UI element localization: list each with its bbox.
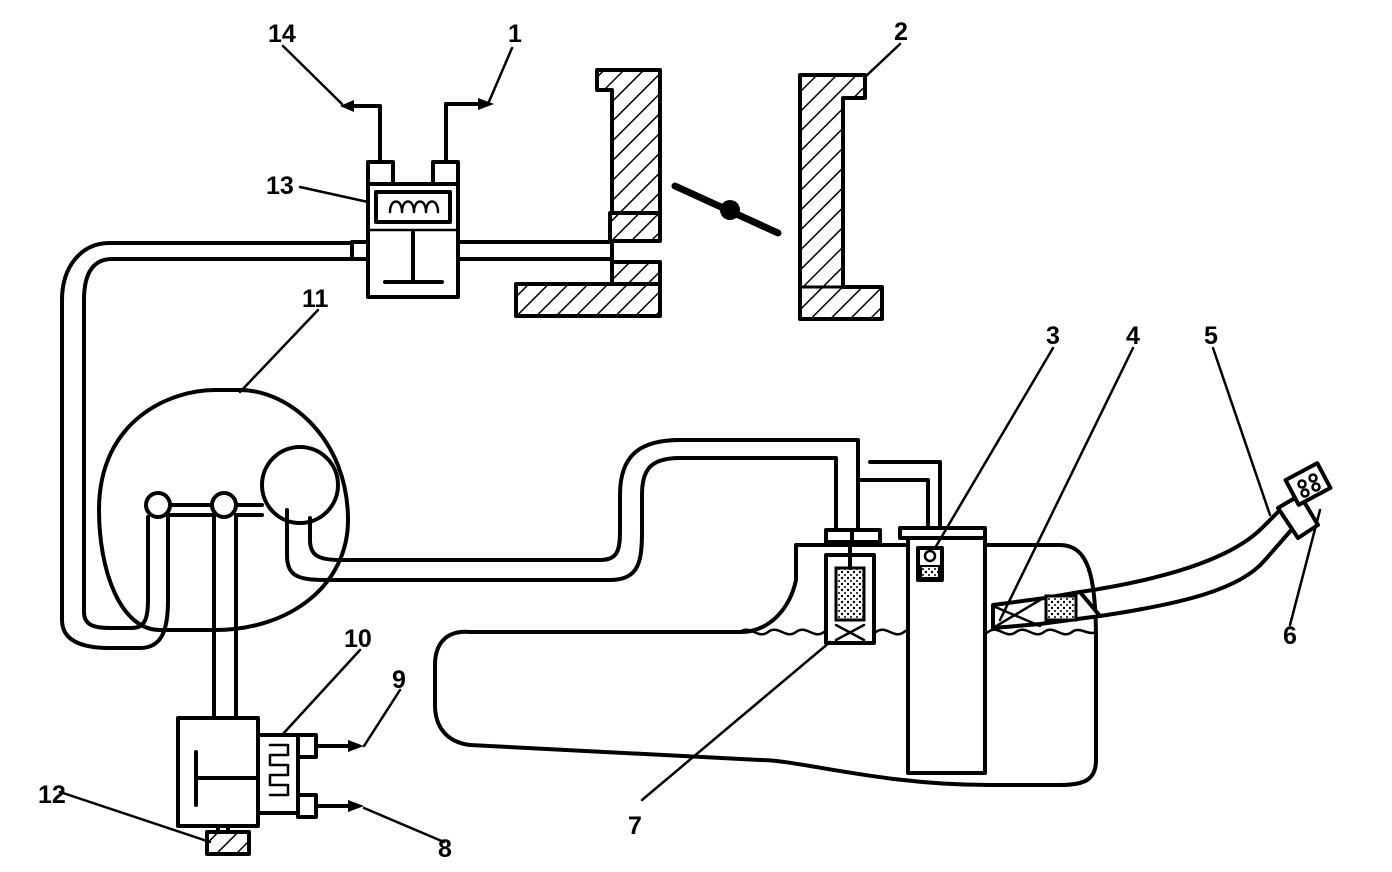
purge-solenoid-terminal-right	[431, 160, 460, 186]
vent-valve-coil	[268, 743, 290, 797]
fill-pipe-top	[1078, 508, 1282, 594]
purge-solenoid	[340, 98, 614, 299]
leader-6	[1288, 508, 1322, 627]
purge-hose-inner	[82, 257, 354, 630]
fuel-pump-sensor-port	[923, 549, 937, 563]
arrow-1-icon	[478, 98, 494, 110]
leader-9	[362, 688, 402, 748]
vapor-line-outer	[285, 456, 838, 582]
purge-hose	[60, 241, 354, 650]
throttle-body-upper-left-wall	[595, 68, 662, 215]
connector-pin-icon	[1311, 482, 1321, 492]
pressure-sensor-line-2	[868, 460, 942, 530]
throttle-body-port-upper	[608, 211, 662, 243]
vent-valve-body	[176, 716, 260, 828]
connector-6	[1283, 461, 1333, 507]
leader-lines	[58, 42, 1322, 844]
callout-14: 14	[268, 20, 296, 48]
connector-pin-icon	[1308, 473, 1318, 483]
leader-13	[298, 185, 370, 204]
leader-1	[486, 46, 514, 106]
callout-labels: 14 1 2 3 4 5 6 7 8 9 10 11 12 13	[38, 18, 1297, 863]
leader-14	[281, 44, 344, 106]
throttle-body-right-wall	[798, 73, 884, 321]
callout-1: 1	[508, 20, 522, 48]
arrow-9-icon	[348, 740, 364, 752]
fill-pipe	[991, 461, 1333, 630]
throttle-body	[514, 68, 884, 321]
connector-pin-icon	[1300, 488, 1310, 498]
leader-2	[862, 42, 902, 80]
purge-outlet-pipe	[456, 240, 614, 261]
fuel-pump-sensor-element	[920, 565, 940, 579]
purge-solenoid-terminal-left	[366, 160, 395, 186]
canister-tank-port	[210, 491, 238, 519]
arrow-14-icon	[340, 100, 354, 112]
fuel-pump-module	[898, 526, 987, 775]
vent-valve-terminal-bottom	[296, 793, 318, 819]
fill-pipe-check-valve	[991, 598, 1042, 630]
callout-9: 9	[392, 666, 406, 694]
fuel-level-line-left	[738, 628, 826, 636]
callout-8: 8	[438, 835, 452, 863]
leader-12	[58, 790, 212, 844]
callout-13: 13	[266, 172, 294, 200]
vent-valve	[176, 716, 364, 856]
canister-vent-port	[144, 491, 172, 519]
callout-12: 12	[38, 781, 66, 809]
leader-5	[1211, 346, 1272, 517]
leader-10	[280, 648, 362, 737]
fill-cap	[1276, 493, 1320, 540]
rollover-valve	[824, 528, 882, 645]
callout-11: 11	[302, 285, 329, 313]
rollover-valve-check	[834, 623, 866, 642]
vent-filter	[205, 830, 251, 856]
vapor-line-inner	[308, 438, 860, 562]
rollover-valve-float	[834, 566, 866, 622]
arrow-8-icon	[348, 800, 364, 812]
leader-8	[362, 806, 446, 844]
tank-vapor-line	[285, 438, 942, 582]
connector-pin-icon	[1297, 479, 1307, 489]
callout-3: 3	[1046, 322, 1060, 350]
leader-7	[640, 640, 832, 802]
callout-7: 7	[628, 812, 642, 840]
callout-5: 5	[1204, 322, 1218, 350]
callout-10: 10	[344, 625, 372, 653]
evap-canister	[97, 388, 350, 632]
leader-3	[933, 346, 1055, 550]
callout-6: 6	[1283, 622, 1297, 650]
purge-hose-outer	[60, 241, 354, 650]
canister-purge-port	[260, 445, 340, 525]
pressure-sensor-line	[856, 460, 930, 530]
purge-solenoid-coil	[388, 200, 440, 214]
throttle-shaft	[720, 200, 740, 220]
purge-inlet-stub	[350, 240, 370, 261]
rollover-valve-flange-right	[850, 528, 882, 544]
vent-valve-terminal-top	[296, 733, 318, 759]
leader-11	[238, 308, 320, 394]
fill-pipe-bottom	[1098, 518, 1302, 618]
fill-pipe-restrictor	[1044, 594, 1078, 622]
vent-tube	[212, 515, 238, 720]
throttle-body-port-lower	[610, 260, 662, 286]
throttle-body-lower-flange	[514, 282, 662, 318]
callout-2: 2	[894, 18, 908, 46]
leader-4	[998, 346, 1135, 622]
callout-4: 4	[1126, 322, 1140, 350]
